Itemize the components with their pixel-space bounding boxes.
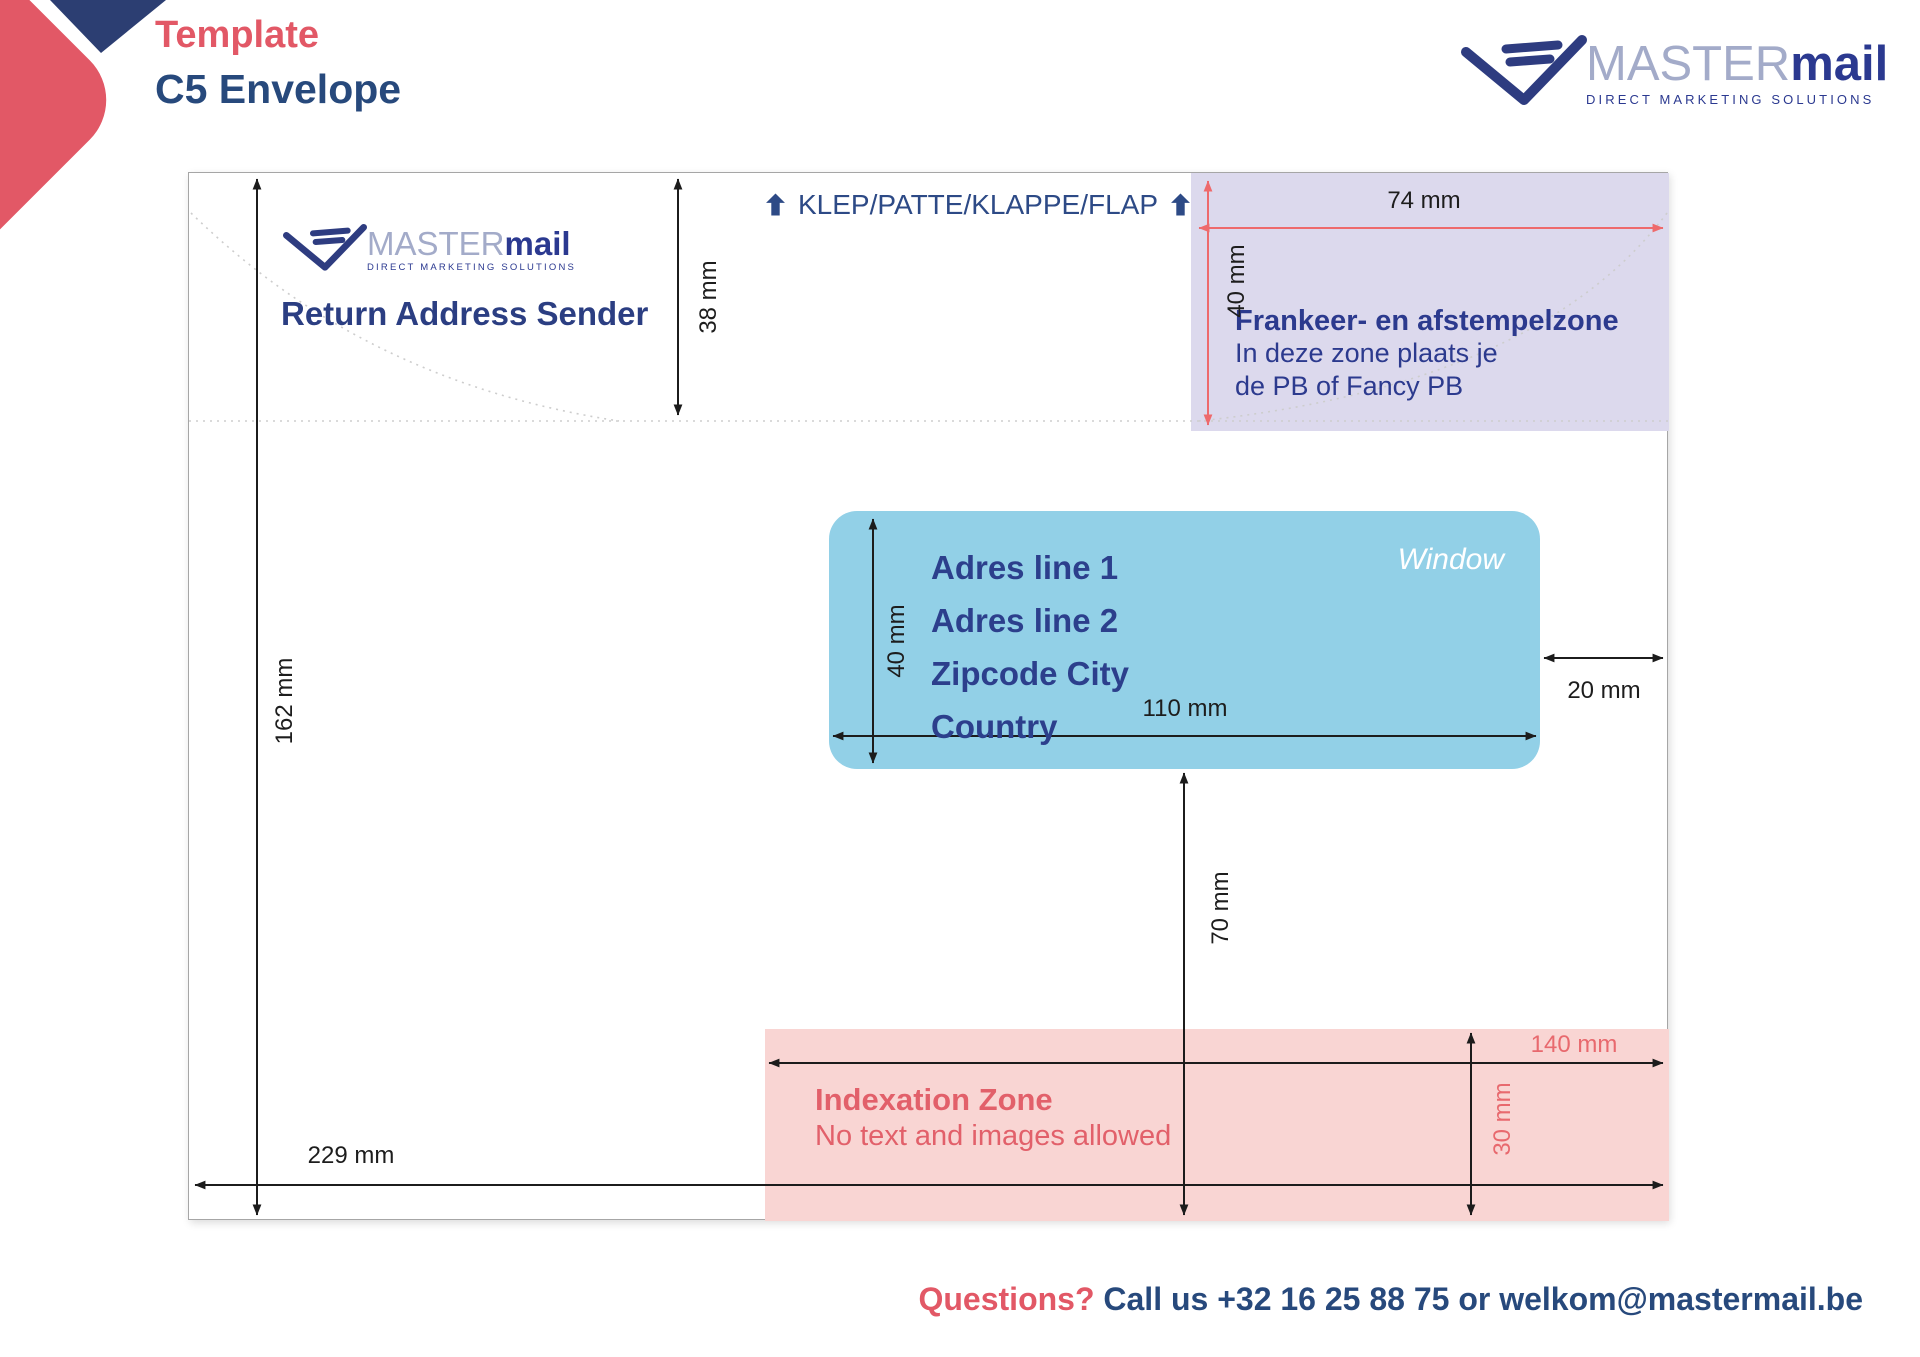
sender-logo: MASTERmail DIRECT MARKETING SOLUTIONS <box>281 219 576 273</box>
dim-label-envelope-width: 229 mm <box>307 1142 395 1169</box>
dim-label-franking-width: 74 mm <box>1387 187 1461 214</box>
envelope-diagram: KLEP/PATTE/KLAPPE/FLAP MASTERmail DIRECT… <box>188 172 1669 1221</box>
dim-label-window-height: 40 mm <box>883 604 910 678</box>
brand-tagline: DIRECT MARKETING SOLUTIONS <box>367 262 577 273</box>
address-line: Adres line 2 <box>931 602 1119 639</box>
dim-label-window-bottom-offset: 70 mm <box>1207 871 1234 945</box>
flap-label: KLEP/PATTE/KLAPPE/FLAP <box>765 189 1191 221</box>
address-window-zone <box>829 511 1540 769</box>
mastermail-logo: MASTERmail DIRECT MARKETING SOLUTIONS <box>1458 28 1888 108</box>
dim-label-window-right-margin: 20 mm <box>1567 677 1641 704</box>
mastermail-wordmark: MASTERmail DIRECT MARKETING SOLUTIONS <box>1586 37 1889 108</box>
window-label: Window <box>1397 543 1504 576</box>
brand-tagline: DIRECT MARKETING SOLUTIONS <box>1586 92 1875 107</box>
brand-name-primary: MASTER <box>367 225 505 262</box>
corner-triangle-shape <box>50 0 166 53</box>
brand-name-secondary: mail <box>504 225 571 262</box>
address-line: Zipcode City <box>931 655 1130 692</box>
window-address-block: Adres line 1 Adres line 2 Zipcode City C… <box>931 541 1129 753</box>
mastermail-chevron-icon <box>1461 35 1587 105</box>
footer-contact-text: Call us +32 16 25 88 75 or welkom@master… <box>1103 1281 1863 1317</box>
franking-zone-line1: In deze zone plaats je <box>1235 338 1498 369</box>
indexation-zone-text: Indexation Zone No text and images allow… <box>815 1081 1171 1156</box>
dim-label-indexation-height: 30 mm <box>1489 1082 1516 1156</box>
franking-zone-line2: de PB of Fancy PB <box>1235 371 1464 402</box>
dim-label-window-width: 110 mm <box>1142 695 1228 722</box>
template-eyebrow: Template <box>155 14 320 56</box>
dim-label-indexation-width: 140 mm <box>1530 1031 1618 1058</box>
up-arrow-icon <box>766 193 785 216</box>
footer-question: Questions? <box>918 1281 1095 1317</box>
address-line: Country <box>931 708 1058 745</box>
indexation-zone-title: Indexation Zone <box>815 1082 1053 1117</box>
dim-label-franking-height: 40 mm <box>1223 244 1250 318</box>
dim-label-envelope-height: 162 mm <box>271 657 298 745</box>
indexation-zone-subtitle: No text and images allowed <box>815 1120 1172 1153</box>
dim-label-flap-height: 38 mm <box>695 260 722 334</box>
flap-label-text: KLEP/PATTE/KLAPPE/FLAP <box>798 189 1158 220</box>
footer-contact: Questions? Call us +32 16 25 88 75 or we… <box>918 1281 1863 1318</box>
mastermail-chevron-icon <box>283 224 367 271</box>
address-line: Adres line 1 <box>931 549 1119 586</box>
brand-name-primary: MASTER <box>1586 37 1791 91</box>
franking-zone-text: Frankeer- en afstempelzone In deze zone … <box>1235 305 1619 403</box>
page-title: C5 Envelope <box>155 66 402 112</box>
franking-zone-title: Frankeer- en afstempelzone <box>1235 305 1619 337</box>
return-address-label: Return Address Sender <box>281 295 649 332</box>
corner-ribbon-shape <box>0 0 130 440</box>
up-arrow-icon <box>1171 193 1190 216</box>
mastermail-wordmark: MASTERmail DIRECT MARKETING SOLUTIONS <box>367 227 576 273</box>
brand-name-secondary: mail <box>1790 37 1889 91</box>
